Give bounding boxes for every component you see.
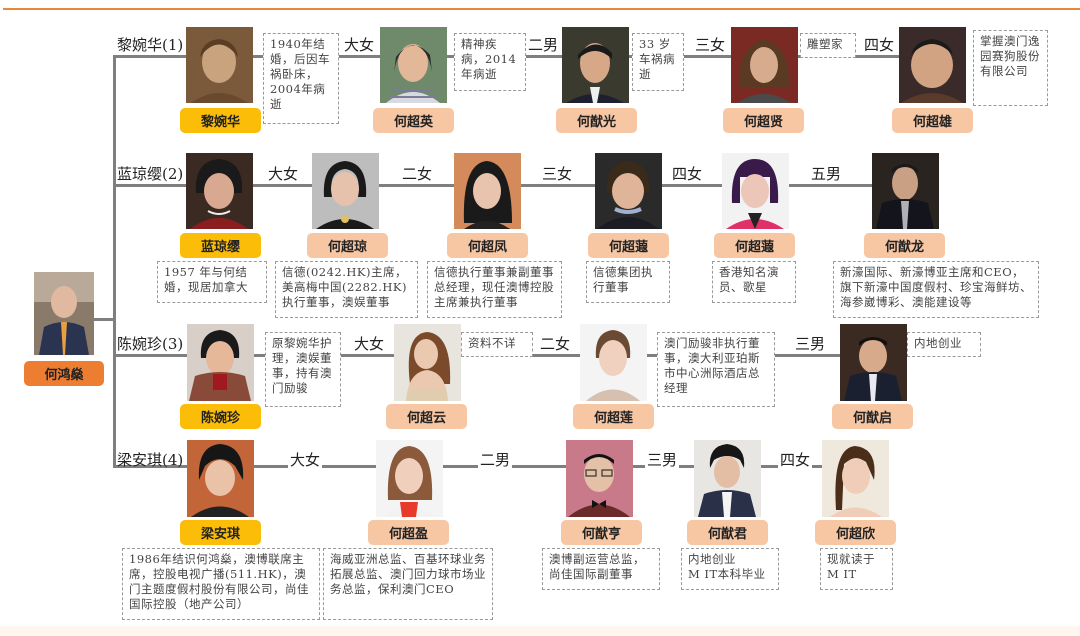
child-name-tag: 何猷亨 (561, 520, 642, 545)
child-name-tag: 何超英 (373, 108, 454, 133)
child-photo (394, 324, 461, 401)
child-note: 现就读于 M IT (820, 548, 893, 590)
child-photo (822, 440, 889, 517)
relation-label: 五男 (809, 165, 844, 183)
wife-label-1: 黎婉华(1) (117, 36, 184, 54)
wife-label-3: 陈婉珍(3) (117, 335, 184, 353)
wife-photo-2 (186, 153, 253, 229)
child-photo (595, 153, 662, 229)
wife-note-1: 1940年结婚，后因车祸卧床，2004年病逝 (263, 33, 339, 124)
child-name-tag: 何超蕸 (714, 233, 795, 258)
relation-label: 二男 (526, 36, 561, 54)
main-trunk (113, 55, 116, 467)
child-note: 信德集团执行董事 (586, 261, 670, 303)
child-note: 信德执行董事兼副董事总经理，现任澳博控股主席兼执行董事 (427, 261, 562, 318)
child-name-tag: 何超云 (386, 404, 467, 429)
wife-photo-3 (187, 324, 254, 401)
wife-name-tag-2: 蓝琼缨 (180, 233, 261, 258)
wife-label-4: 梁安琪(4) (117, 451, 184, 469)
child-photo (454, 153, 521, 229)
relation-label: 大女 (352, 335, 387, 353)
child-photo (580, 324, 647, 401)
root-name-tag: 何鸿燊 (24, 361, 104, 386)
child-note: 掌握澳门逸园赛狗股份有限公司 (973, 30, 1048, 106)
child-photo (840, 324, 907, 401)
child-name-tag: 何猷龙 (864, 233, 945, 258)
relation-label: 二女 (400, 165, 435, 183)
root-photo (34, 272, 94, 355)
relation-label: 大女 (288, 451, 323, 469)
child-name-tag: 何超欣 (815, 520, 896, 545)
child-name-tag: 何猷君 (687, 520, 768, 545)
child-photo (380, 27, 447, 103)
child-photo (899, 27, 966, 103)
wife-photo-4 (187, 440, 254, 517)
relation-label: 三男 (645, 451, 680, 469)
wife-note-2: 1957 年与何结婚，现居加拿大 (157, 261, 267, 303)
child-note: 新濠国际、新濠博亚主席和CEO，旗下新濠中国度假村、珍宝海鲜坊、海参崴博彩、澳能… (833, 261, 1039, 318)
wife-name-tag-1: 黎婉华 (180, 108, 261, 133)
wife-label-2: 蓝琼缨(2) (117, 165, 184, 183)
child-note: 香港知名演员、歌星 (712, 261, 796, 303)
child-note: 33 岁车祸病逝 (632, 33, 684, 91)
child-note: 澳博副运营总监，尚佳国际副董事 (542, 548, 660, 590)
child-photo (312, 153, 379, 229)
relation-label: 大女 (342, 36, 377, 54)
wife-name-tag-3: 陈婉珍 (180, 404, 261, 429)
child-name-tag: 何超贤 (723, 108, 804, 133)
child-name-tag: 何超莲 (573, 404, 654, 429)
child-name-tag: 何超盈 (368, 520, 449, 545)
relation-label: 四女 (862, 36, 897, 54)
child-name-tag: 何猷光 (556, 108, 637, 133)
child-name-tag: 何超琼 (307, 233, 388, 258)
child-photo (562, 27, 629, 103)
child-name-tag: 何超蕸 (588, 233, 669, 258)
wife-note-3: 原黎婉华护理，澳娱董事，持有澳门励骏 (265, 332, 341, 407)
relation-label: 三男 (793, 335, 828, 353)
child-photo (731, 27, 798, 103)
child-name-tag: 何超雄 (892, 108, 973, 133)
child-name-tag: 何超凤 (447, 233, 528, 258)
wife-note-4: 1986年结识何鸿燊，澳博联席主席，控股电视广播(511.HK)，澳门主题度假村… (122, 548, 320, 620)
child-note: 精神疾病，2014年病逝 (454, 33, 526, 91)
root-connector (93, 318, 115, 321)
child-note: 海威亚洲总监、百基环球业务拓展总监、澳门回力球市场业务总监，保利澳门CEO (323, 548, 493, 620)
child-photo (722, 153, 789, 229)
child-photo (566, 440, 633, 517)
child-note: 信德(0242.HK)主席，美高梅中国(2282.HK)执行董事，澳娱董事 (275, 261, 418, 318)
relation-label: 四女 (670, 165, 705, 183)
branch-line-4 (113, 465, 833, 468)
wife-name-tag-4: 梁安琪 (180, 520, 261, 545)
child-photo (694, 440, 761, 517)
relation-label: 三女 (693, 36, 728, 54)
child-note: 内地创业 M IT本科毕业 (681, 548, 779, 590)
footer-band (0, 626, 1080, 636)
child-note: 澳门励骏非执行董事，澳大利亚珀斯市中心洲际酒店总经理 (657, 332, 775, 407)
relation-label: 二男 (478, 451, 513, 469)
child-note: 雕塑家 (800, 33, 856, 58)
child-note: 资料不详 (461, 332, 533, 357)
relation-label: 大女 (266, 165, 301, 183)
child-photo (872, 153, 939, 229)
child-name-tag: 何猷启 (832, 404, 913, 429)
header-accent-bar (3, 8, 1080, 10)
wife-photo-1 (186, 27, 253, 103)
child-note: 内地创业 (907, 332, 981, 357)
child-photo (376, 440, 443, 517)
relation-label: 四女 (778, 451, 813, 469)
relation-label: 三女 (540, 165, 575, 183)
relation-label: 二女 (538, 335, 573, 353)
